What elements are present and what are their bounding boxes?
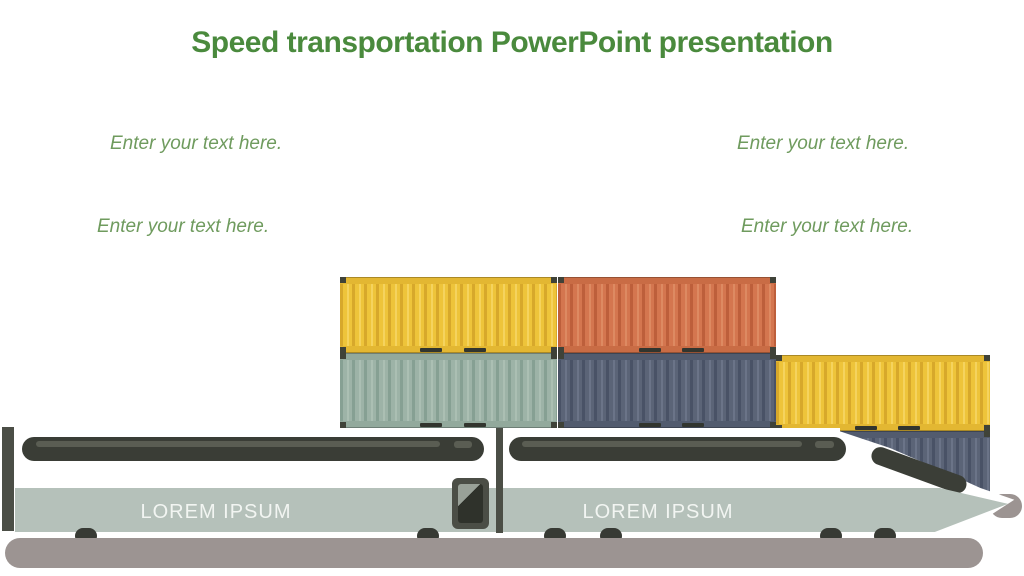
container-top-rail [776, 431, 990, 438]
text-placeholder-top-left: Enter your text here. [110, 133, 283, 154]
corner-casting [984, 355, 990, 361]
corner-casting [340, 277, 346, 283]
corner-casting [558, 277, 564, 283]
container-bottom-rail [558, 421, 776, 428]
window-highlight-stripe [522, 441, 802, 447]
car1-window-band [22, 437, 484, 461]
corner-casting [776, 355, 782, 361]
corner-casting [340, 353, 346, 359]
car2-window-band [509, 437, 846, 461]
corner-casting [551, 347, 557, 353]
corner-casting [340, 422, 346, 428]
forklift-pocket [682, 423, 705, 427]
text-placeholder-bottom-right: Enter your text here. [741, 216, 914, 237]
car1-lower-band [15, 488, 496, 532]
car2-lower-band [503, 488, 1008, 532]
corner-casting [770, 422, 776, 428]
forklift-pocket [638, 423, 661, 427]
corner-casting [984, 431, 990, 437]
container-top-rail [340, 353, 557, 360]
container-bottom-rail [776, 424, 990, 431]
text-placeholder-bottom-left: Enter your text here. [97, 216, 270, 237]
container-bottom-rail [340, 346, 557, 353]
window-highlight-stripe [36, 441, 440, 447]
cargo-container-yellow-right [776, 355, 990, 431]
container-bottom-rail [340, 421, 557, 428]
window-highlight-dash [815, 441, 834, 448]
cargo-container-orange-top [558, 277, 776, 353]
corner-casting [984, 425, 990, 431]
window-highlight-dash [454, 441, 472, 448]
car2-label: LOREM IPSUM [582, 501, 734, 523]
forklift-pocket [638, 348, 661, 352]
corner-casting [770, 347, 776, 353]
train-tail-end [2, 427, 14, 531]
container-top-rail [558, 277, 776, 284]
container-top-rail [776, 355, 990, 362]
ground-track [5, 538, 983, 568]
container-top-rail [558, 353, 776, 360]
corner-casting [770, 277, 776, 283]
corner-casting [551, 353, 557, 359]
forklift-pocket [463, 348, 486, 352]
cargo-container-yellow-top [340, 277, 557, 353]
cargo-container-slate-middle [558, 353, 776, 428]
corner-casting [770, 353, 776, 359]
forklift-pocket [463, 423, 486, 427]
corner-casting [340, 347, 346, 353]
text-placeholder-top-right: Enter your text here. [737, 133, 910, 154]
corner-casting [558, 353, 564, 359]
forklift-pocket [855, 426, 878, 430]
forklift-pocket [420, 348, 443, 352]
cargo-container-sage-middle [340, 353, 557, 428]
door-window [458, 484, 483, 523]
container-bottom-rail [558, 346, 776, 353]
corner-casting [558, 422, 564, 428]
corner-casting [551, 422, 557, 428]
corner-casting [558, 347, 564, 353]
car1-label: LOREM IPSUM [140, 501, 292, 523]
car-coupling [496, 428, 503, 533]
slide-title: Speed transportation PowerPoint presenta… [191, 26, 833, 59]
container-top-rail [340, 277, 557, 284]
forklift-pocket [420, 423, 443, 427]
corner-casting [551, 277, 557, 283]
forklift-pocket [897, 426, 920, 430]
train-door [452, 478, 489, 529]
forklift-pocket [682, 348, 705, 352]
